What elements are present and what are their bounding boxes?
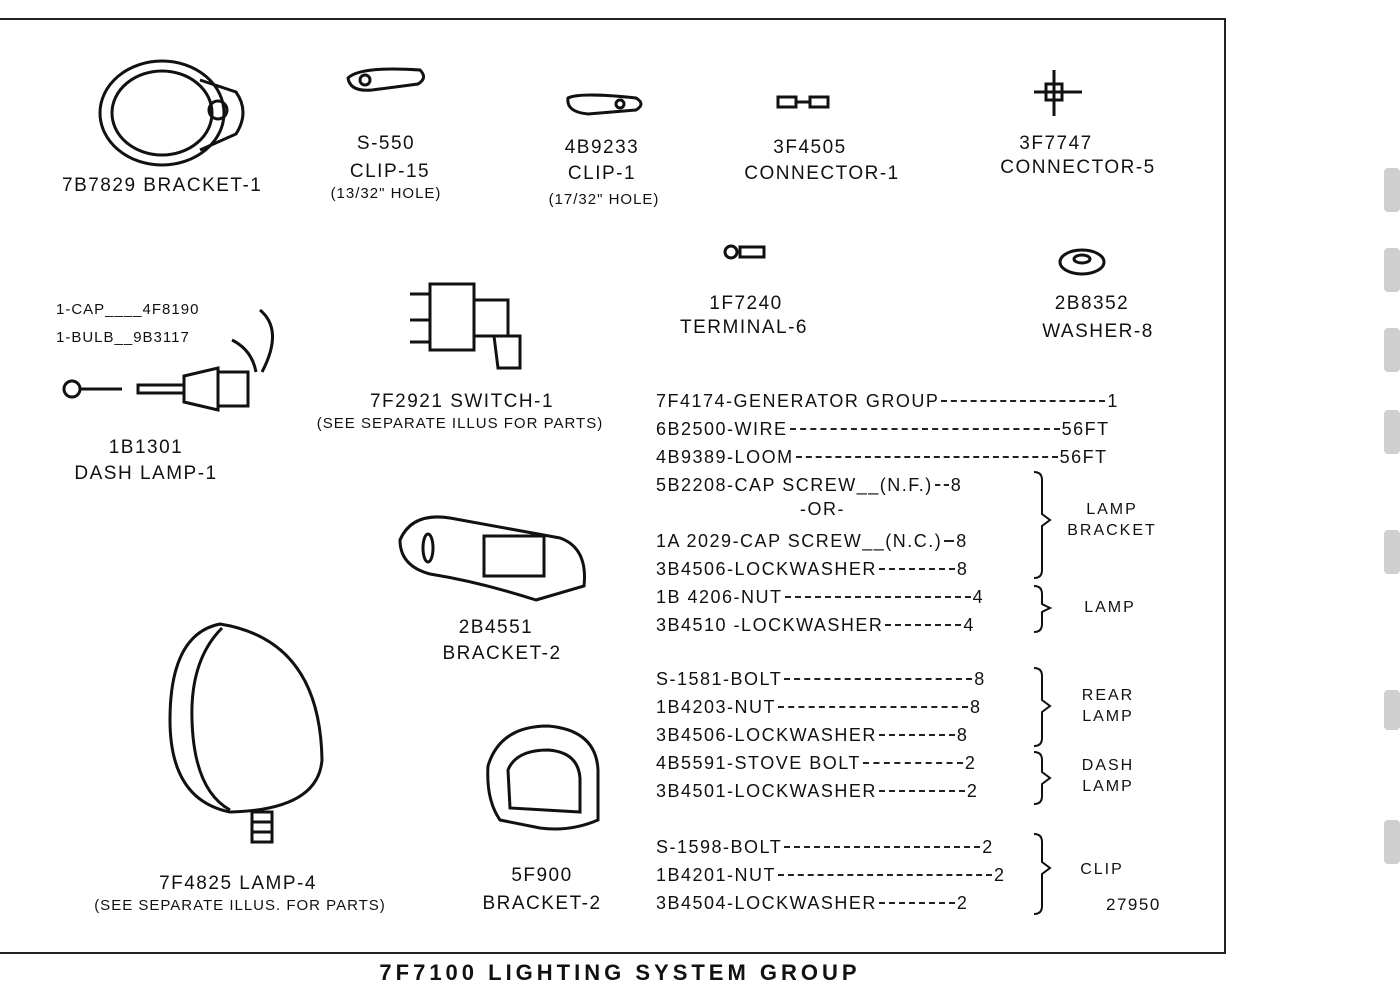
scan-edge-mark — [1384, 248, 1400, 292]
scan-edge-mark — [1384, 530, 1400, 574]
brace-lamp — [1033, 585, 1053, 633]
washer-icon — [1058, 248, 1106, 276]
label-connector-3f7747-name: CONNECTOR-5 — [1000, 157, 1156, 178]
label-clip-s550-hole: (13/32" HOLE) — [330, 185, 442, 202]
label-connector-3f7747-no: 3F7747 — [1019, 133, 1093, 154]
label-washer-name: WASHER-8 — [1042, 321, 1154, 342]
label-bracket-2b4551-name: BRACKET-2 — [442, 643, 562, 664]
connector-3f7747-icon — [1034, 70, 1082, 116]
clip-s550-icon — [346, 67, 425, 92]
dash-lamp-icon — [62, 308, 274, 412]
connector-3f4505-icon — [776, 95, 830, 109]
brace-rear-lamp — [1033, 667, 1052, 747]
label-dash-lamp-name: DASH LAMP-1 — [74, 463, 218, 484]
label-terminal-name: TERMINAL-6 — [680, 317, 808, 338]
brace-dash-lamp — [1033, 751, 1052, 805]
label-connector-3f4505-name: CONNECTOR-1 — [744, 163, 900, 184]
label-switch-note: (SEE SEPARATE ILLUS FOR PARTS) — [316, 415, 604, 432]
label-dash-lamp-no: 1B1301 — [108, 437, 184, 458]
diagram-frame — [0, 18, 1226, 954]
label-bracket-7b7829: 7B7829 BRACKET-1 — [62, 175, 263, 196]
list-item-or: -OR- — [800, 499, 845, 519]
label-connector-3f4505-no: 3F4505 — [773, 137, 847, 158]
brace-clip — [1033, 833, 1052, 915]
label-bracket-5f900-no: 5F900 — [511, 865, 573, 886]
bracket-ring-icon — [98, 59, 245, 167]
terminal-icon — [723, 244, 766, 260]
label-clip-4b9233-hole: (17/32" HOLE) — [548, 191, 660, 208]
label-washer-no: 2B8352 — [1054, 293, 1130, 314]
scan-edge-mark — [1384, 168, 1400, 212]
scan-edge-mark — [1384, 328, 1400, 372]
label-lamp-name: 7F4825 LAMP-4 — [159, 873, 317, 894]
label-bracket-2b4551-no: 2B4551 — [458, 617, 534, 638]
bracket-5f900-icon — [486, 724, 600, 831]
scan-edge-mark — [1384, 690, 1400, 730]
list-item: 1A 2029-CAP SCREW__(N.C.)8 — [656, 531, 968, 551]
bracket-2b4551-icon — [398, 515, 586, 602]
scan-edge-mark — [1384, 820, 1400, 864]
label-bulb-callout: 1-BULB__9B3117 — [56, 329, 190, 346]
figure-number: 27950 — [1106, 895, 1161, 914]
label-clip-4b9233-name: CLIP-1 — [567, 163, 637, 184]
label-clip-s550-name: CLIP-15 — [349, 161, 431, 182]
brace-lamp-bracket — [1033, 471, 1052, 579]
label-cap-callout: 1-CAP____4F8190 — [56, 301, 200, 318]
label-clip-s550-no: S-550 — [356, 133, 416, 154]
label-terminal-no: 1F7240 — [709, 293, 783, 314]
label-bracket-5f900-name: BRACKET-2 — [482, 893, 602, 914]
switch-icon — [410, 282, 522, 370]
list-item: 5B2208-CAP SCREW__(N.F.)8 — [656, 475, 963, 495]
clip-4b9233-icon — [566, 93, 643, 116]
scan-edge-mark — [1384, 410, 1400, 454]
label-lamp-note: (SEE SEPARATE ILLUS. FOR PARTS) — [94, 897, 386, 914]
lamp-icon — [168, 622, 324, 844]
label-switch-name: 7F2921 SWITCH-1 — [369, 391, 555, 412]
label-clip-4b9233-no: 4B9233 — [564, 137, 640, 158]
group-label-clip: CLIP — [1080, 861, 1124, 878]
group-label-lamp: LAMP — [1084, 599, 1136, 616]
page-title: 7F7100 LIGHTING SYSTEM GROUP — [379, 960, 861, 985]
